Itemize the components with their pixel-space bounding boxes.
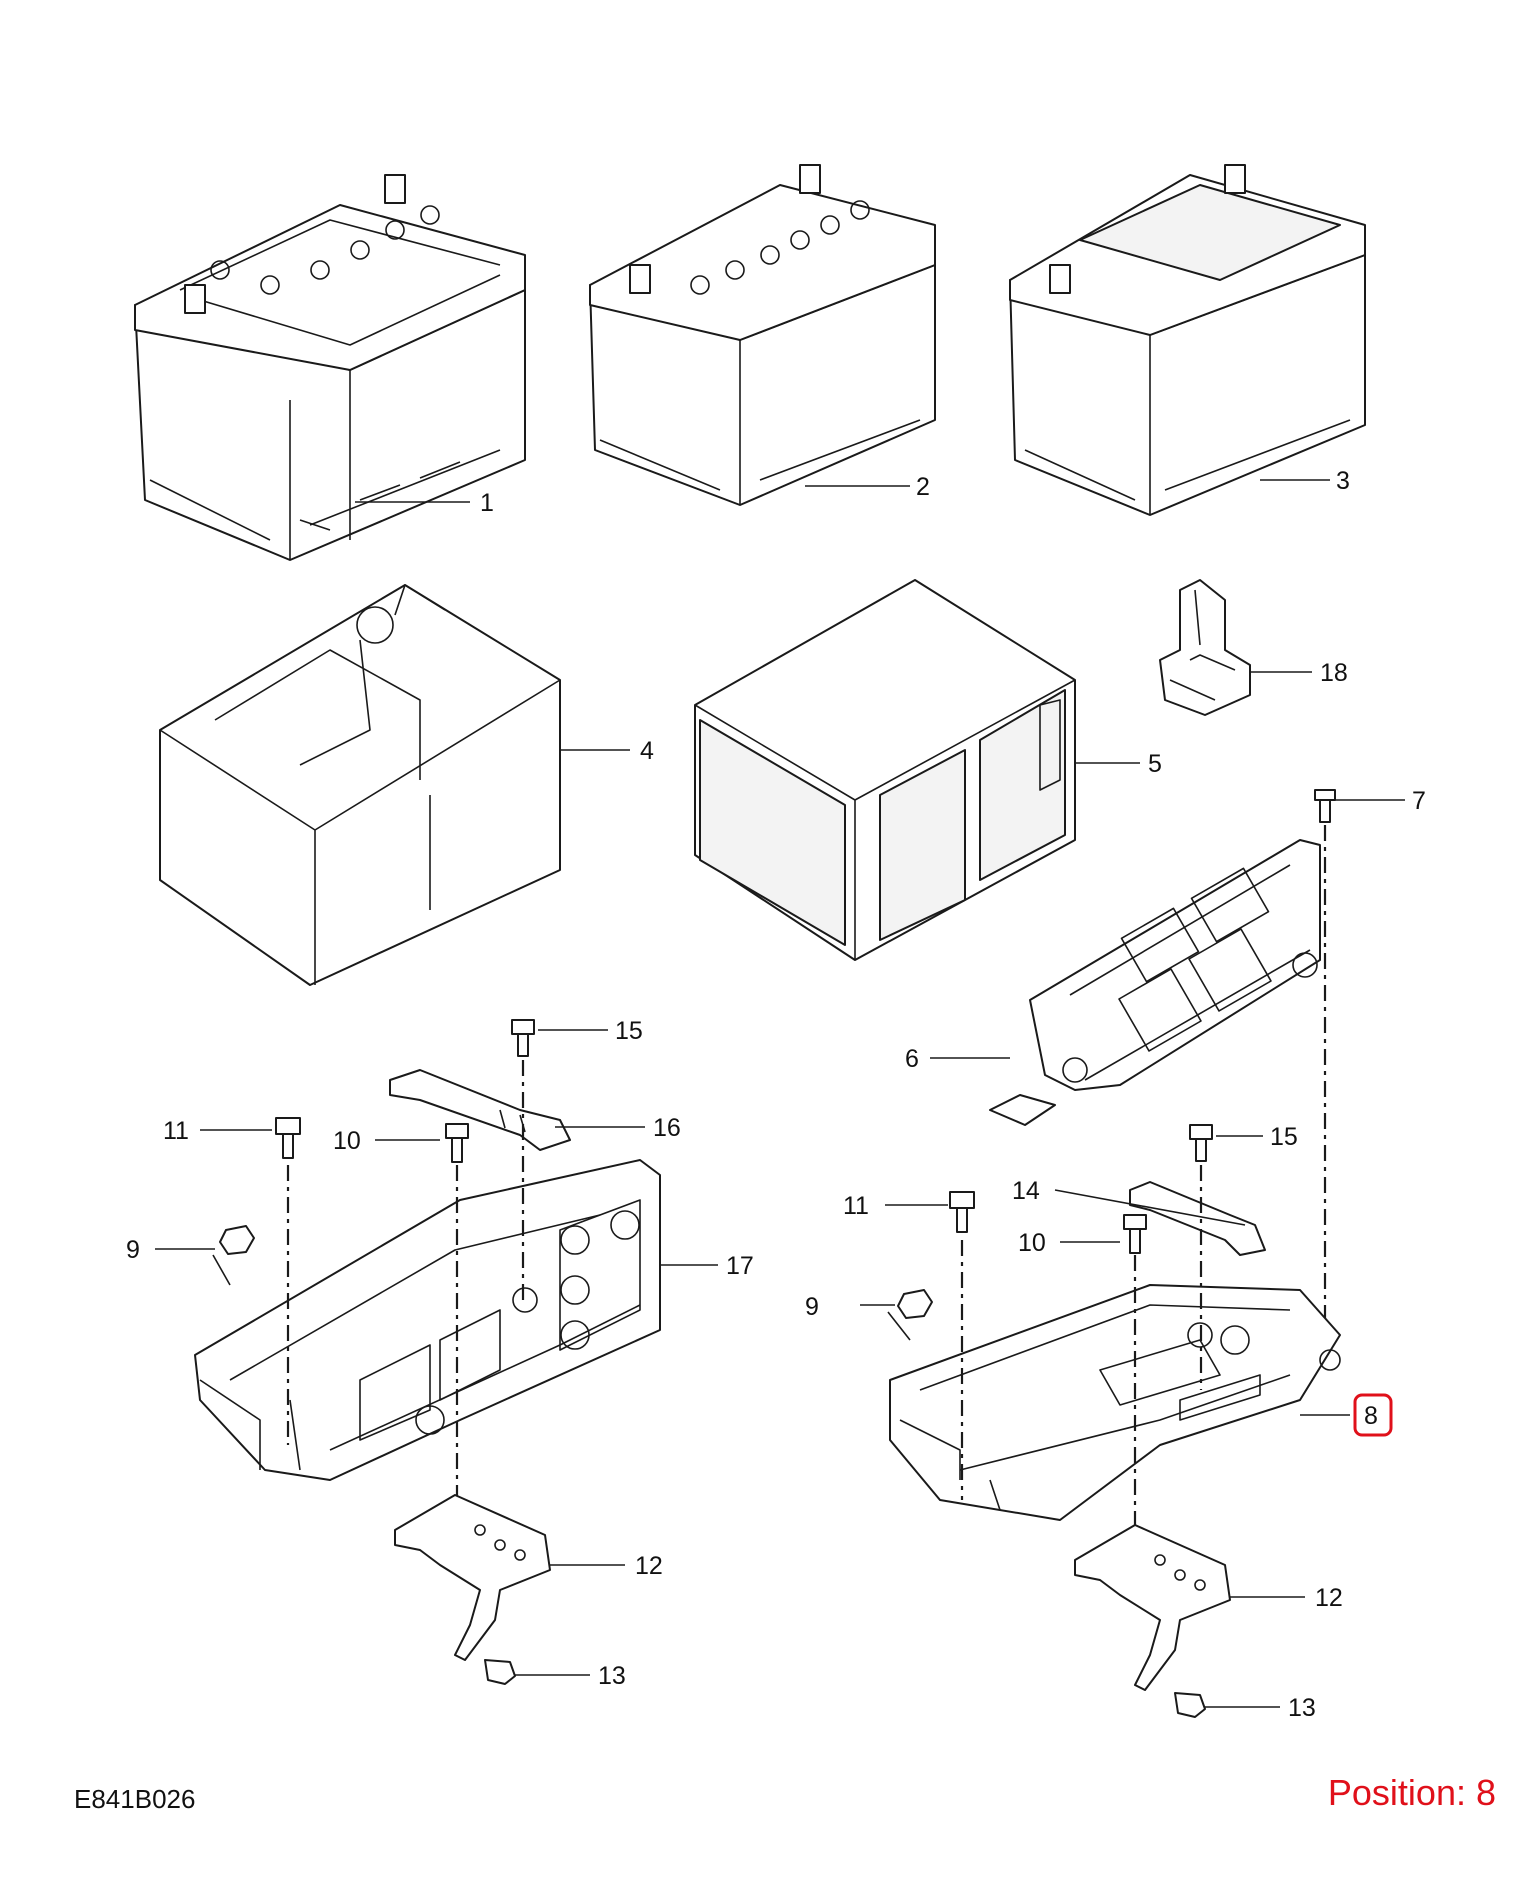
- battery-hold-down-clamp-16[interactable]: [389, 1069, 571, 1151]
- leader-lines: [155, 479, 1405, 1708]
- bolt-15-left[interactable]: [511, 1019, 535, 1057]
- bolt-13-left[interactable]: [484, 1659, 516, 1685]
- bolt-11-right[interactable]: [949, 1191, 975, 1233]
- callout-13-right[interactable]: 13: [1288, 1694, 1316, 1722]
- callout-15-right[interactable]: 15: [1270, 1123, 1298, 1151]
- battery-sensor-18[interactable]: [1159, 579, 1251, 716]
- nut-9-left[interactable]: [219, 1225, 255, 1255]
- battery-hold-down-clamp-14[interactable]: [1129, 1181, 1266, 1256]
- callout-9-right[interactable]: 9: [805, 1293, 819, 1321]
- bolt-15-right[interactable]: [1189, 1124, 1213, 1162]
- callout-15-left[interactable]: 15: [615, 1017, 643, 1045]
- callout-16[interactable]: 16: [653, 1114, 681, 1142]
- battery-3[interactable]: [1009, 164, 1366, 516]
- callout-5[interactable]: 5: [1148, 750, 1162, 778]
- callout-3[interactable]: 3: [1336, 467, 1350, 495]
- battery-tray-8[interactable]: [889, 1284, 1341, 1521]
- callout-1[interactable]: 1: [480, 489, 494, 517]
- callout-8-highlight: [1353, 1393, 1393, 1437]
- callout-10-left[interactable]: 10: [333, 1127, 361, 1155]
- bolt-13-right[interactable]: [1174, 1692, 1206, 1718]
- diagram-code: E841B026: [74, 1784, 196, 1814]
- bolt-7[interactable]: [1314, 789, 1336, 823]
- callout-11-left[interactable]: 11: [163, 1117, 189, 1145]
- support-bracket-12-left[interactable]: [394, 1494, 551, 1661]
- callout-18[interactable]: 18: [1320, 659, 1348, 687]
- callout-11-right[interactable]: 11: [843, 1192, 869, 1220]
- battery-tray-liner-4[interactable]: [159, 584, 561, 986]
- bolt-10-right[interactable]: [1123, 1214, 1147, 1254]
- battery-cover-5[interactable]: [694, 579, 1076, 961]
- position-indicator: Position: 8: [1327, 1772, 1496, 1813]
- battery-support-bracket-6[interactable]: [989, 839, 1321, 1126]
- callout-2[interactable]: 2: [916, 473, 930, 501]
- bolt-10-left[interactable]: [445, 1123, 469, 1163]
- battery-tray-17[interactable]: [194, 1159, 661, 1481]
- callout-9-left[interactable]: 9: [126, 1236, 140, 1264]
- callout-14[interactable]: 14: [1012, 1177, 1040, 1205]
- support-bracket-12-right[interactable]: [1074, 1524, 1231, 1691]
- callout-12-left[interactable]: 12: [635, 1552, 663, 1580]
- callout-4[interactable]: 4: [640, 737, 654, 765]
- callout-10-right[interactable]: 10: [1018, 1229, 1046, 1257]
- nut-9-right[interactable]: [897, 1289, 933, 1319]
- callout-6[interactable]: 6: [905, 1045, 919, 1073]
- callout-8[interactable]: 8: [1364, 1402, 1378, 1430]
- callout-13-left[interactable]: 13: [598, 1662, 626, 1690]
- battery-1[interactable]: [134, 174, 526, 561]
- callout-7[interactable]: 7: [1412, 787, 1426, 815]
- battery-2[interactable]: [589, 164, 936, 506]
- callout-17[interactable]: 17: [726, 1252, 754, 1280]
- callout-12-right[interactable]: 12: [1315, 1584, 1343, 1612]
- bolt-11-left[interactable]: [275, 1117, 301, 1159]
